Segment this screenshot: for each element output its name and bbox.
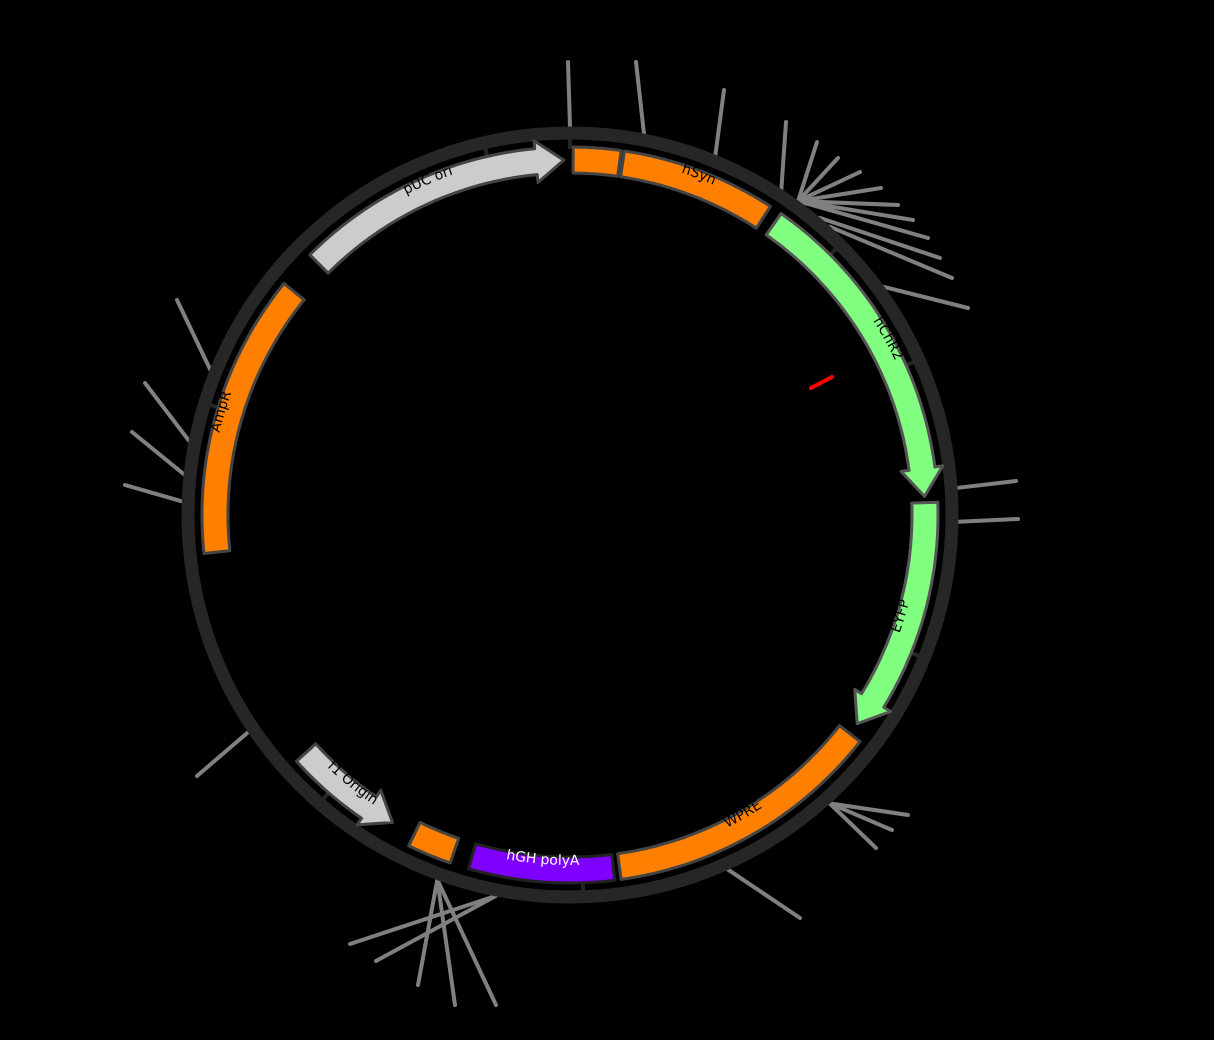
feature-shape[interactable]: [571, 145, 623, 178]
restriction-site-line[interactable]: [827, 801, 894, 832]
feature-shape[interactable]: [407, 820, 461, 865]
restriction-site-line[interactable]: [566, 60, 572, 129]
restriction-site-line[interactable]: [348, 893, 498, 946]
feature-shape[interactable]: [295, 742, 394, 827]
feature-shape[interactable]: [619, 149, 772, 230]
restriction-site-line[interactable]: [881, 284, 970, 310]
restriction-site-line[interactable]: [713, 88, 726, 158]
restriction-site-line[interactable]: [796, 199, 915, 222]
restriction-site-line[interactable]: [143, 381, 192, 443]
restriction-site-line[interactable]: [130, 430, 187, 477]
restriction-site-line[interactable]: [123, 483, 185, 504]
restriction-site-line[interactable]: [779, 120, 788, 192]
feature-f1-origin[interactable]: f1 Origin: [295, 742, 396, 827]
feature-shape[interactable]: [853, 500, 940, 726]
feature-hsyn[interactable]: hSyn: [619, 149, 772, 230]
restriction-site-line[interactable]: [435, 877, 498, 1007]
restriction-site-lines: [123, 60, 1020, 1007]
feature-shape[interactable]: [467, 842, 617, 885]
restriction-site-line[interactable]: [796, 186, 883, 204]
feature-shape[interactable]: [616, 724, 862, 881]
restriction-site-line[interactable]: [634, 60, 647, 137]
feature-shape[interactable]: [308, 139, 566, 275]
feature-hgh-polya[interactable]: hGH polyA: [467, 842, 617, 885]
restriction-site-line[interactable]: [796, 199, 900, 207]
feature-ampr[interactable]: AmpR: [200, 281, 306, 555]
cursor-marker: [809, 375, 834, 390]
restriction-site-line[interactable]: [796, 140, 819, 204]
restriction-site-line[interactable]: [955, 517, 1020, 524]
feature-eyfp[interactable]: EYFP: [853, 500, 940, 726]
restriction-site-line[interactable]: [435, 877, 457, 1007]
feature-shape[interactable]: [764, 212, 945, 498]
restriction-site-line[interactable]: [817, 215, 942, 260]
feature-shape[interactable]: [200, 281, 306, 555]
restriction-site-line[interactable]: [374, 893, 498, 963]
restriction-site-line[interactable]: [827, 801, 910, 817]
restriction-site-line[interactable]: [827, 801, 878, 850]
restriction-site-line[interactable]: [175, 298, 213, 372]
restriction-site-line[interactable]: [725, 867, 802, 920]
restriction-site-line[interactable]: [955, 479, 1018, 490]
restriction-site-line[interactable]: [416, 877, 440, 987]
restriction-site-line[interactable]: [796, 199, 930, 240]
restriction-site-line[interactable]: [827, 224, 954, 280]
restriction-site-line[interactable]: [195, 729, 251, 778]
feature-promoter-small[interactable]: [571, 145, 623, 178]
restriction-site-line[interactable]: [796, 156, 840, 204]
restriction-site-line[interactable]: [796, 170, 862, 204]
feature-small-orange[interactable]: [407, 820, 461, 865]
